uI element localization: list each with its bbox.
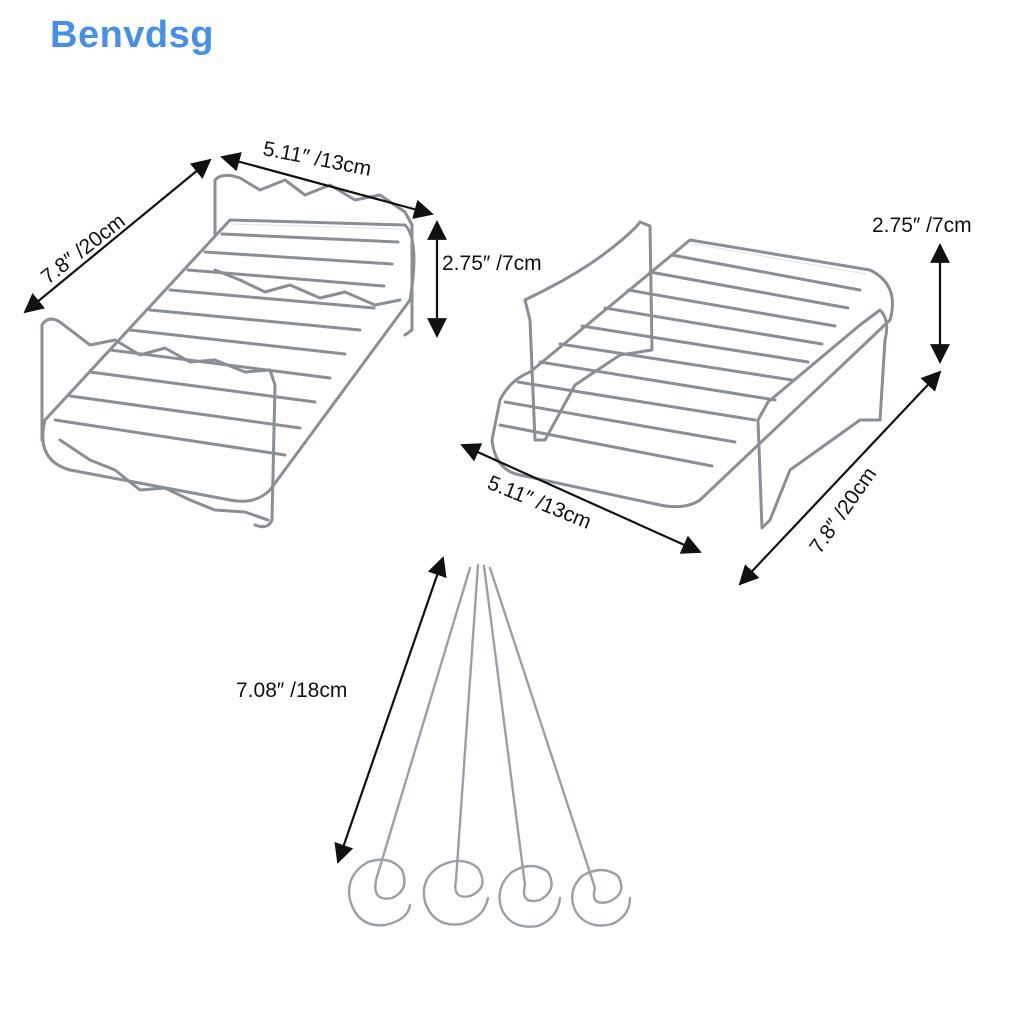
right-rack-length-label: 7.8″ /20cm [805, 463, 881, 558]
left-rack-bars [53, 232, 400, 457]
skewer-length-arrow [334, 556, 447, 864]
skewer-2 [422, 563, 490, 926]
right-rack-width-arrow [460, 443, 702, 554]
skewer-1 [347, 566, 472, 927]
left-rack-width-label: 5.11″ /13cm [261, 137, 373, 181]
skewer-length-label: 7.08″ /18cm [236, 679, 347, 702]
right-rack-image [460, 220, 950, 586]
right-rack-height-label: 2.75″ /7cm [872, 214, 972, 237]
left-rack-height-label: 2.75″ /7cm [442, 252, 542, 275]
left-rack-length-arrow [23, 158, 212, 314]
skewer-4 [488, 566, 632, 927]
skewer-3 [482, 564, 562, 928]
left-rack-width-arrow [220, 152, 434, 219]
left-rack-image [23, 152, 447, 529]
right-rack-length-arrow [738, 370, 942, 586]
brand-watermark: Benvdsg [50, 14, 214, 56]
skewers-image [334, 556, 632, 928]
left-rack-length-label: 7.8″ /20cm [37, 209, 130, 288]
